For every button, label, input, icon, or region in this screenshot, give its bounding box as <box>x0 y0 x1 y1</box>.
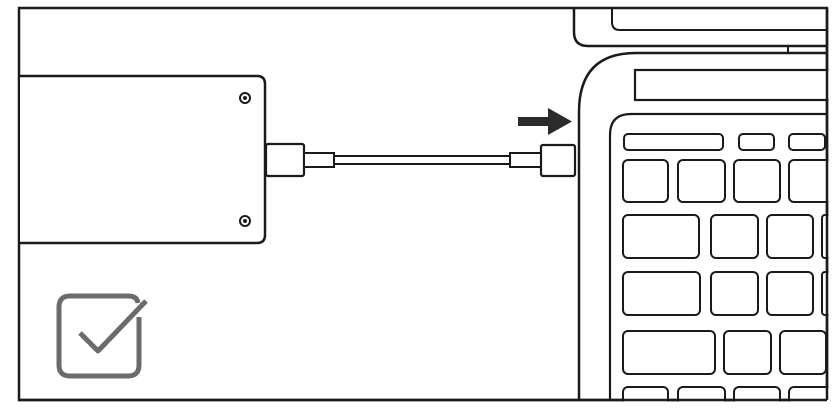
check-mark <box>78 299 148 354</box>
key <box>779 330 827 375</box>
keyboard-keys <box>622 133 837 408</box>
key <box>623 133 724 151</box>
laptop-base <box>577 51 827 400</box>
key <box>677 159 726 203</box>
external-drive-icon <box>20 74 267 245</box>
cable-plug-left <box>264 142 306 178</box>
laptop-icon <box>19 0 837 408</box>
laptop-lid <box>572 8 827 48</box>
laptop-speaker-grille <box>633 68 837 102</box>
key <box>710 271 759 316</box>
drive-screw-top <box>239 92 251 104</box>
key <box>766 214 814 259</box>
key <box>733 159 781 203</box>
usb-cable <box>264 142 577 178</box>
cable-wire <box>333 155 511 165</box>
key <box>622 330 716 375</box>
drive-screw-bottom <box>239 215 251 227</box>
checkbox-checked-icon <box>56 293 148 379</box>
key <box>738 133 775 151</box>
key <box>723 330 772 375</box>
key <box>766 271 814 316</box>
key <box>622 271 701 316</box>
cable-neck-left <box>303 152 335 168</box>
key <box>622 214 700 259</box>
cable-plug-right <box>539 143 577 178</box>
arrow-right-icon <box>518 108 572 135</box>
key <box>622 159 669 203</box>
cable-neck-right <box>509 152 543 168</box>
key <box>710 214 759 259</box>
key <box>788 133 826 151</box>
laptop-keyboard-well <box>608 112 827 400</box>
